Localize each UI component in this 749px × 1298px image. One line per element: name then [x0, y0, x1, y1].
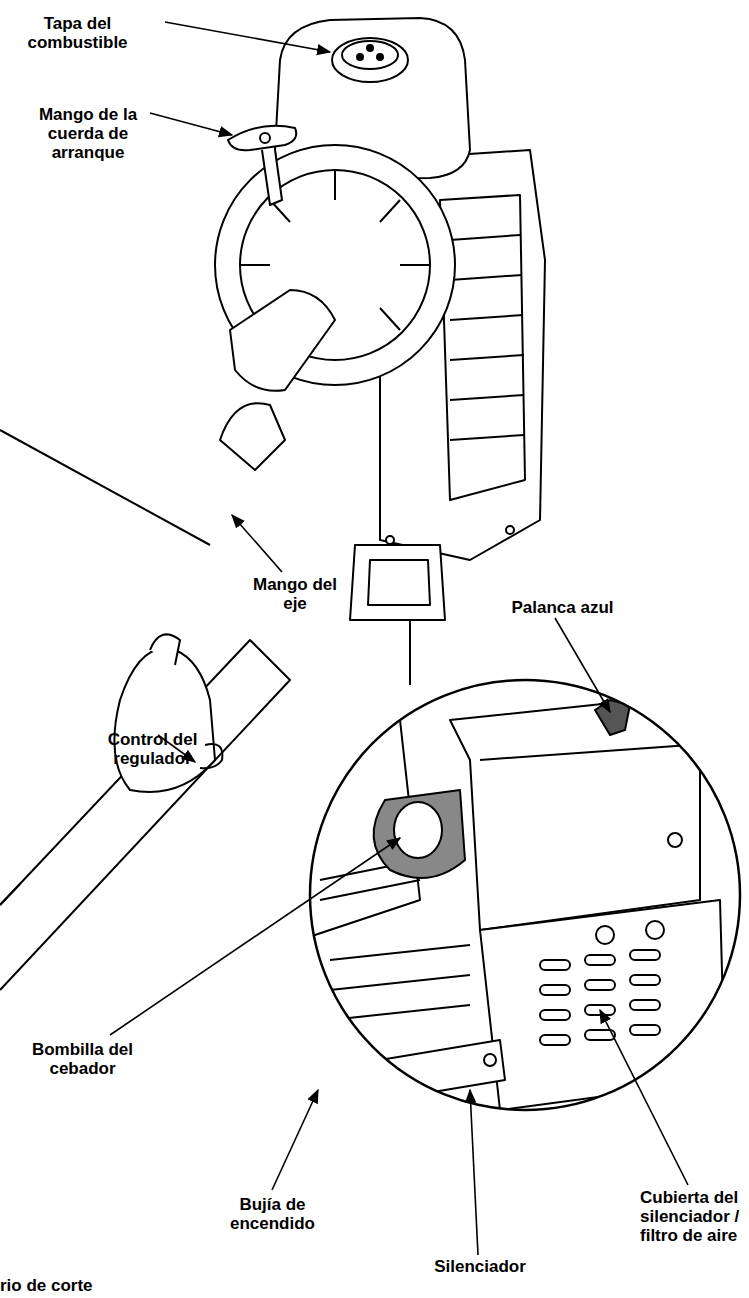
leader-arrow	[232, 515, 282, 572]
part-label: Cubierta del silenciador / filtro de air…	[640, 1188, 748, 1245]
leader-lines	[110, 22, 688, 1255]
detail-view	[300, 680, 749, 1120]
leader-arrow	[555, 618, 610, 712]
throttle-trigger	[200, 744, 222, 768]
screw	[506, 526, 514, 534]
engine-drawing	[0, 18, 545, 990]
screw	[484, 1054, 496, 1066]
leader-arrow	[110, 838, 400, 1035]
fin-lines	[450, 235, 524, 440]
detail-bg	[300, 680, 749, 1120]
spark-plug-boot	[310, 1077, 340, 1095]
cap-dot	[377, 54, 383, 60]
magnifier-circle	[310, 680, 740, 1110]
screw	[386, 536, 394, 544]
primer-bulb-mount	[374, 790, 465, 878]
part-label: Mango de la cuerda de arranque	[28, 105, 148, 162]
starter-handle	[228, 126, 296, 151]
part-label: Tapa del combustible	[20, 14, 135, 52]
shaft-tube	[0, 640, 290, 990]
fuel-cap	[332, 38, 408, 82]
cap-dot	[357, 54, 363, 60]
fuel-cap-top	[342, 41, 398, 69]
leader-arrow	[165, 22, 330, 52]
throttle-housing	[114, 649, 215, 792]
cylinder-fins	[330, 945, 470, 1020]
part-label: Control del regulador	[95, 730, 210, 768]
leader-arrow	[272, 1090, 318, 1190]
guard-line	[0, 430, 210, 545]
starter-rope-hole	[260, 133, 270, 143]
leader-arrow	[150, 113, 232, 135]
shaft-edge	[0, 884, 20, 905]
filter-knob	[668, 833, 682, 847]
detail-link-line	[409, 620, 411, 685]
muffler-vents	[540, 921, 664, 1045]
air-filter-box	[450, 700, 700, 930]
primer-bulb	[394, 802, 442, 858]
cap-dot	[367, 45, 373, 51]
shaft-handle-knob	[220, 403, 285, 470]
leader-arrow	[600, 1010, 688, 1185]
part-label: Bombilla del cebador	[20, 1040, 145, 1078]
shaft-clamp	[230, 290, 335, 391]
throttle-grip	[150, 634, 180, 665]
leader-arrow	[470, 1090, 478, 1255]
part-label: rio de corte	[0, 1276, 170, 1295]
starter-rope	[262, 150, 282, 205]
part-label: Silenciador	[420, 1257, 540, 1276]
part-label: Palanca azul	[500, 598, 625, 617]
filter-edge	[480, 745, 690, 760]
part-label: Mango del eje	[245, 575, 345, 613]
rear-handle	[350, 545, 445, 620]
part-label: Bujía de encendido	[215, 1195, 330, 1233]
muffler-cover	[480, 900, 725, 1110]
